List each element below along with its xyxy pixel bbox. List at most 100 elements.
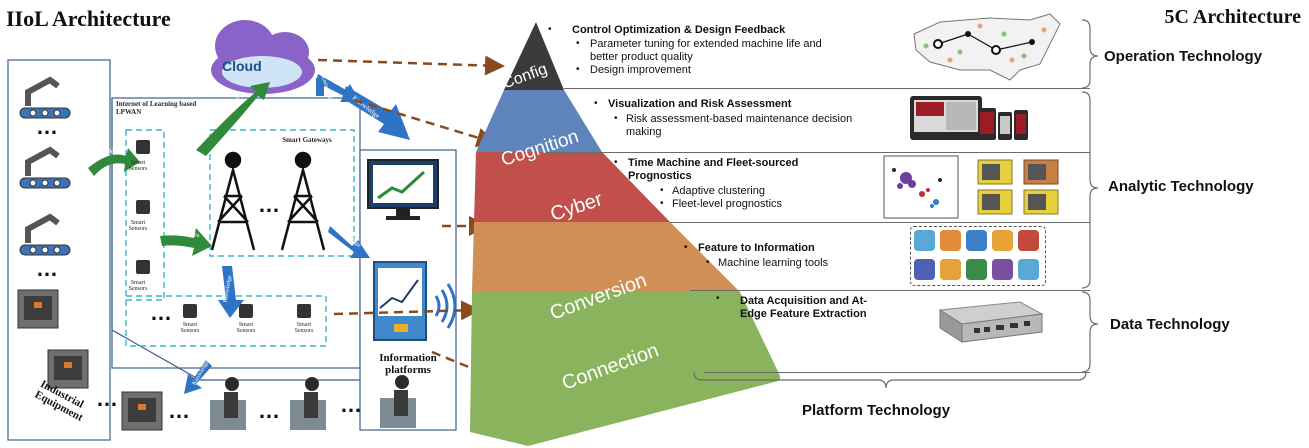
cloud-app-icon (966, 230, 987, 251)
block-title: Data Acquisition and At-Edge Feature Ext… (740, 295, 867, 320)
block-title: Control Optimization & Design Feedback (572, 24, 786, 36)
machinist-icon (380, 375, 416, 428)
bullet: • (614, 157, 618, 168)
5c-title: 5C Architecture (1164, 6, 1301, 28)
level-divider (546, 152, 1090, 153)
block-title: Visualization and Risk Assessment (608, 98, 792, 110)
gateway-area (209, 129, 355, 257)
sensor-icon (183, 304, 197, 318)
iiol-diagram (7, 20, 457, 441)
block-item: Design improvement (590, 64, 691, 76)
pyramid-level-connection (470, 292, 780, 446)
ellipsis: … (258, 192, 282, 217)
sensor-icon (136, 140, 150, 154)
pyramid-level-cognition (476, 90, 602, 152)
iiol-title: IIoL Architecture (6, 6, 171, 31)
sensor-label: Smart Sensors (128, 280, 148, 292)
level-divider (690, 290, 1090, 291)
bullet: • (684, 242, 688, 253)
cloud-label: Cloud (222, 58, 262, 74)
block-item: Fleet-level prognostics (672, 198, 783, 210)
ml-tools-grid (910, 226, 1046, 286)
cyber-block: • Time Machine and Fleet-sourced Prognos… (614, 157, 884, 211)
devices-icon (910, 96, 1028, 140)
green-arrow-icon (88, 82, 270, 256)
ellipsis: … (258, 398, 282, 423)
conversion-block: • Feature to Information • Machine learn… (684, 242, 904, 270)
bullet: • (548, 24, 552, 35)
sensor-icon (136, 260, 150, 274)
ellipsis: … (340, 392, 364, 417)
tech-braces (1081, 19, 1099, 373)
block-item: Parameter tuning for extended machine li… (590, 38, 822, 63)
us-map-icon (913, 13, 1061, 81)
sensor-icon (239, 304, 253, 318)
bullet: • (576, 38, 580, 49)
sensor-label: Smart Sensors (128, 220, 148, 232)
block-title: Time Machine and Fleet-sourced Prognosti… (628, 157, 799, 182)
data-technology-label: Data Technology (1110, 316, 1230, 333)
sensor-icon (136, 200, 150, 214)
sensor-label: Smart Sensors (180, 322, 200, 334)
ellipsis: … (96, 386, 120, 411)
gateway-tower-icon (210, 151, 256, 251)
ellipsis: … (36, 256, 60, 281)
level-divider (704, 372, 1090, 373)
block-title: Feature to Information (698, 242, 815, 254)
diamond-app-icon (1018, 230, 1039, 251)
block-item: Machine learning tools (718, 257, 829, 269)
equipment-frame (7, 59, 111, 441)
block-item: Risk assessment-based maintenance decisi… (626, 113, 853, 138)
edge-device-icon (938, 301, 1044, 343)
level-divider (564, 88, 1090, 89)
ellipsis: … (168, 398, 192, 423)
fleet-cluster-icon (883, 155, 1059, 219)
machinist-icon (210, 377, 246, 430)
ellipsis: … (150, 300, 174, 325)
robot-arm-icon (19, 76, 71, 119)
block-item: Adaptive clustering (672, 185, 765, 197)
machinist-icon (290, 377, 326, 430)
document-app-icon (1018, 258, 1039, 280)
sensor-icon (297, 304, 311, 318)
location-app-icon (940, 258, 961, 280)
bullet: • (716, 293, 720, 304)
gear-app-icon (940, 230, 961, 251)
sensor-label: Smart Sensors (236, 322, 256, 334)
network-label: Internet of Learning based LPWAN (116, 100, 197, 116)
monitor-icon (367, 159, 439, 220)
pyramid-level-config (504, 22, 564, 90)
chat-app-icon (992, 230, 1013, 251)
pyramid-level-cyber (474, 152, 670, 222)
gateway-tower-icon (280, 151, 326, 251)
cloud-icon (211, 20, 315, 94)
sensor-label: Smart Sensors (294, 322, 314, 334)
sensor-area-left (125, 129, 165, 301)
bullet: • (660, 198, 664, 209)
cognition-block: • Visualization and Risk Assessment • Ri… (594, 98, 894, 139)
information-platforms-label: Information platforms (379, 352, 437, 376)
bullet: • (594, 98, 598, 109)
gateway-label: Smart Gateways (282, 136, 332, 144)
3d-printer-icon (47, 349, 89, 389)
3d-printer-icon (121, 391, 163, 431)
robot-arm-icon (19, 146, 71, 189)
bullet: • (660, 185, 664, 196)
wireless-icon (434, 283, 457, 329)
search-app-icon (914, 230, 935, 251)
platform-technology-label: Platform Technology (802, 402, 951, 419)
lightbulb-app-icon (992, 258, 1013, 280)
bullet: • (614, 113, 618, 124)
sensor-label: Smart Sensors (128, 160, 148, 172)
analytic-technology-label: Analytic Technology (1108, 178, 1254, 195)
bullet: • (706, 257, 710, 268)
operation-technology-label: Operation Technology (1104, 48, 1263, 65)
blue-arrow-icon (184, 74, 410, 394)
network-app-icon (966, 258, 987, 280)
level-divider (670, 222, 1090, 223)
connection-block: • Data Acquisition and At-Edge Feature E… (716, 293, 896, 321)
config-block: • Control Optimization & Design Feedback… (548, 24, 888, 77)
5c-pyramid (470, 22, 780, 446)
funnel-app-icon (914, 258, 935, 280)
3d-printer-icon (17, 289, 59, 329)
